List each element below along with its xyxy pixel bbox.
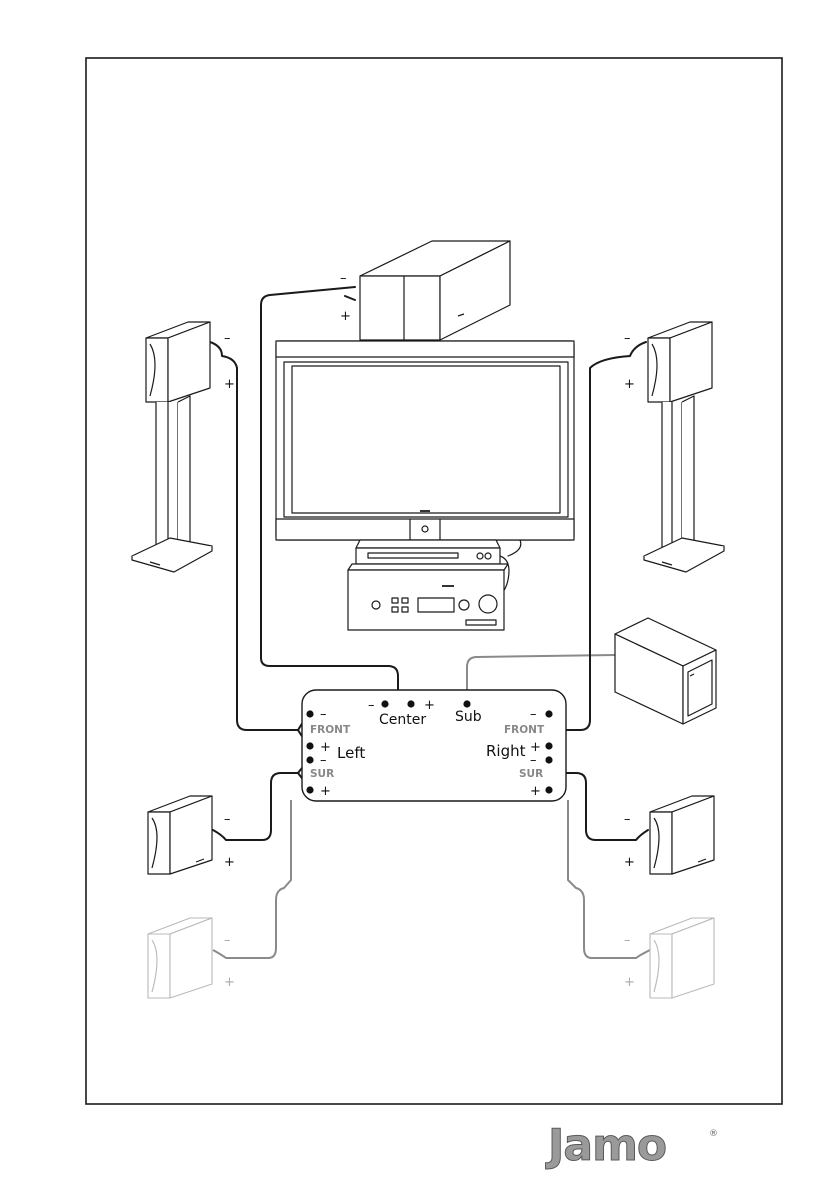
front-left-speaker [132,322,212,572]
center-terminal-label: Center [379,712,426,728]
back-left-plus-symbol: + [224,975,235,990]
television [276,341,574,540]
center-minus-symbol: – [340,271,347,286]
sl-terminal-plus-symbol: + [320,784,331,799]
front-left-group-label: FRONT [310,724,351,736]
front-right-plus-terminal [545,742,552,749]
front-right-minus-symbol: – [624,331,631,346]
sr-terminal-plus-symbol: + [530,784,541,799]
surround-left-group-label: SUR [310,768,334,780]
center-terminal-plus-symbol: + [424,698,435,713]
front-left-plus-terminal [306,742,313,749]
av-receiver [348,564,508,630]
jamo-logo: Jamo [545,1120,666,1171]
center-terminal-minus-symbol: – [368,698,375,713]
surround-right-minus-terminal [545,756,552,763]
surround-right-plus-symbol: + [624,855,635,870]
right-label: Right [486,742,526,760]
surround-right-wire [566,773,648,840]
surround-left-minus-symbol: – [224,812,231,827]
front-right-group-label: FRONT [504,724,545,736]
fr-terminal-minus-symbol: – [530,707,537,722]
registered-mark: ® [709,1129,718,1139]
sl-terminal-minus-symbol: – [320,753,327,768]
surround-left-plus-terminal [306,786,313,793]
left-label: Left [337,744,365,762]
front-right-minus-terminal [545,710,552,717]
surround-left-wire [213,773,298,840]
center-plus-symbol: + [340,309,351,324]
surround-left-speaker [148,796,212,874]
center-plus-terminal [407,700,414,707]
back-left-minus-symbol: – [224,933,231,948]
surround-right-group-label: SUR [519,768,543,780]
sr-terminal-minus-symbol: – [530,753,537,768]
sub-terminal-label: Sub [455,709,482,725]
surround-left-plus-symbol: + [224,855,235,870]
front-right-speaker [644,322,724,572]
surround-left-minus-terminal [306,756,313,763]
surround-right-minus-symbol: – [624,812,631,827]
sub-terminal [463,700,470,707]
back-right-plus-symbol: + [624,975,635,990]
front-left-plus-symbol: + [224,377,235,392]
subwoofer [615,618,716,724]
back-surround-right-wire [568,800,650,958]
back-right-minus-symbol: – [624,933,631,948]
center-speaker [360,241,510,340]
surround-right-speaker [650,796,714,874]
back-surround-right-speaker [650,918,714,998]
front-right-plus-symbol: + [624,377,635,392]
surround-right-plus-terminal [545,786,552,793]
front-left-minus-terminal [306,710,313,717]
front-left-minus-symbol: – [224,331,231,346]
center-minus-terminal [381,700,388,707]
back-surround-left-speaker [148,918,212,998]
fl-terminal-minus-symbol: – [320,707,327,722]
